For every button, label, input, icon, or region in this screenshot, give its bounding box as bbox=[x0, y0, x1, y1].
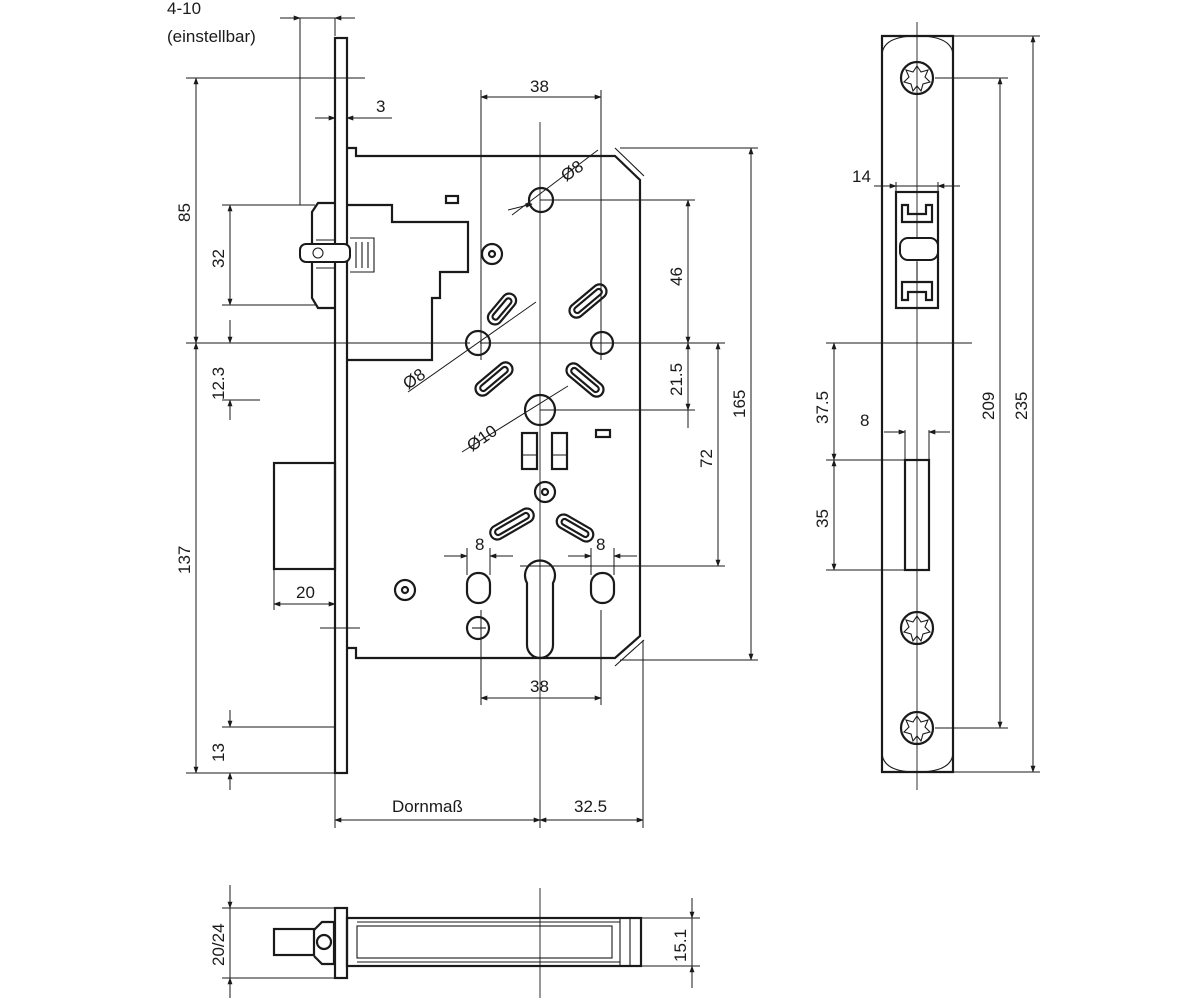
dim-38-top-label: 38 bbox=[530, 77, 549, 96]
screw-hole-left bbox=[393, 578, 417, 602]
dim-13-label: 13 bbox=[209, 743, 228, 762]
dim-32-5-label: 32.5 bbox=[574, 797, 607, 816]
dia-8-mid-label: Ø8 bbox=[399, 365, 428, 394]
bolt-window bbox=[903, 458, 931, 572]
adjust-range-label: 4-10 bbox=[167, 0, 201, 18]
screw-middle bbox=[899, 610, 935, 646]
cylinder-cutout bbox=[523, 559, 557, 660]
hole-bottom-left bbox=[465, 615, 491, 641]
latch-bolt bbox=[299, 201, 375, 310]
screw-hole-mid bbox=[533, 480, 557, 504]
adjust-note-label: (einstellbar) bbox=[167, 27, 256, 46]
dim-72-label: 72 bbox=[697, 449, 716, 468]
dim-37-5-label: 37.5 bbox=[813, 391, 832, 424]
dim-21-5-label: 21.5 bbox=[667, 363, 686, 396]
dim-8-right-label: 8 bbox=[596, 535, 605, 554]
dornmass-label: Dornmaß bbox=[392, 797, 463, 816]
front-view bbox=[272, 36, 645, 825]
dim-20-24-label: 20/24 bbox=[209, 923, 228, 966]
screw-hole-top bbox=[480, 242, 504, 266]
screw-bottom bbox=[899, 710, 935, 746]
side-view: 20/24 15.1 bbox=[209, 885, 700, 998]
dim-209-label: 209 bbox=[979, 392, 998, 420]
faceplate-outline bbox=[880, 34, 955, 774]
dim-137-label: 137 bbox=[175, 546, 194, 574]
dim-8-left-label: 8 bbox=[475, 535, 484, 554]
side-faceplate bbox=[333, 906, 349, 980]
dim-46-label: 46 bbox=[667, 267, 686, 286]
faceplate bbox=[333, 36, 349, 775]
dim-20-label: 20 bbox=[296, 583, 315, 602]
dim-165-label: 165 bbox=[730, 390, 749, 418]
dim-38-bottom-label: 38 bbox=[530, 677, 549, 696]
side-case bbox=[345, 916, 643, 968]
dead-bolt bbox=[272, 461, 337, 571]
lock-case bbox=[347, 146, 642, 660]
screw-top bbox=[899, 60, 935, 96]
dim-235-label: 235 bbox=[1012, 392, 1031, 420]
dim-35-label: 35 bbox=[813, 509, 832, 528]
dim-8-plate-label: 8 bbox=[860, 411, 869, 430]
front-dimensions: 4-10 (einstellbar) 3 85 32 12.3 137 13 bbox=[167, 0, 758, 828]
faceplate-view: 14 8 37.5 35 209 235 bbox=[813, 22, 1040, 790]
dim-3-label: 3 bbox=[376, 97, 385, 116]
dim-85-label: 85 bbox=[175, 203, 194, 222]
dim-15-1-label: 15.1 bbox=[671, 929, 690, 962]
latch-window bbox=[894, 190, 940, 310]
dim-12-3-label: 12.3 bbox=[209, 367, 228, 400]
dim-32-label: 32 bbox=[209, 249, 228, 268]
dia-10-label: Ø10 bbox=[463, 421, 500, 455]
dia-8-top-label: Ø8 bbox=[557, 157, 586, 186]
dim-14-label: 14 bbox=[852, 167, 871, 186]
